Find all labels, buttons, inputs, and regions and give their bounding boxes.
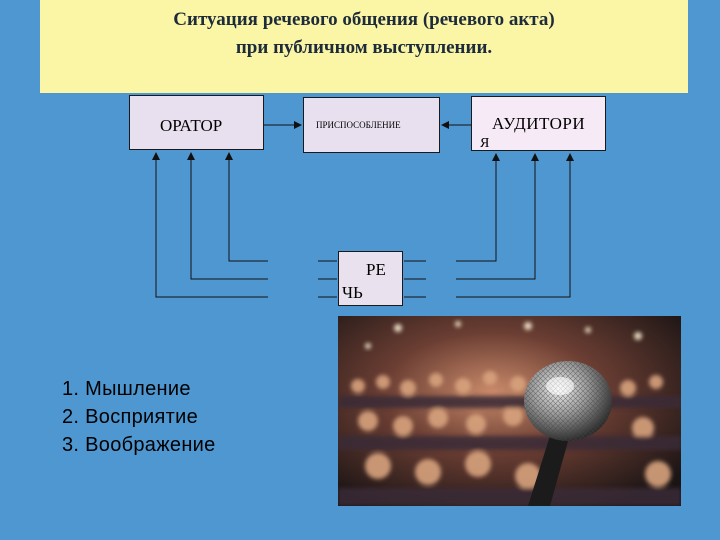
slide-title: Ситуация речевого общения (речевого акта… (40, 6, 688, 62)
adaptation-box: ПРИСПОСОБЛЕНИЕ (303, 97, 440, 153)
list-item: 2. Восприятие (62, 406, 199, 428)
orator-box: ОРАТОР (129, 95, 264, 150)
audience-label-line1: АУДИТОРИ (492, 114, 586, 133)
speech-label-line2: ЧЬ (342, 283, 363, 302)
title-line-1: Ситуация речевого общения (речевого акта… (173, 9, 555, 30)
feedback-left-middle (187, 152, 268, 280)
microphone-audience-photo (338, 316, 681, 506)
audience-box: АУДИТОРИ Я (471, 96, 606, 151)
feedback-right-outer (456, 153, 574, 298)
orator-label: ОРАТОР (160, 116, 223, 135)
feedback-left-inner (225, 152, 268, 262)
feedback-left-outer (152, 152, 268, 298)
feedback-right-inner (456, 153, 500, 262)
numbered-list: 1. Мышление 2. Восприятие 3. Воображение (62, 375, 216, 459)
audience-label-line2: Я (480, 136, 490, 151)
title-line-2: при публичном выступлении. (235, 37, 493, 58)
adaptation-label: ПРИСПОСОБЛЕНИЕ (316, 120, 401, 130)
microphone-icon (524, 361, 612, 506)
speech-label-line1: РЕ (366, 260, 386, 279)
title-band (40, 0, 688, 93)
list-item: 1. Мышление (62, 378, 191, 400)
speech-box: РЕ ЧЬ (338, 251, 403, 306)
list-item: 3. Воображение (62, 434, 216, 456)
feedback-right-middle (456, 153, 539, 280)
